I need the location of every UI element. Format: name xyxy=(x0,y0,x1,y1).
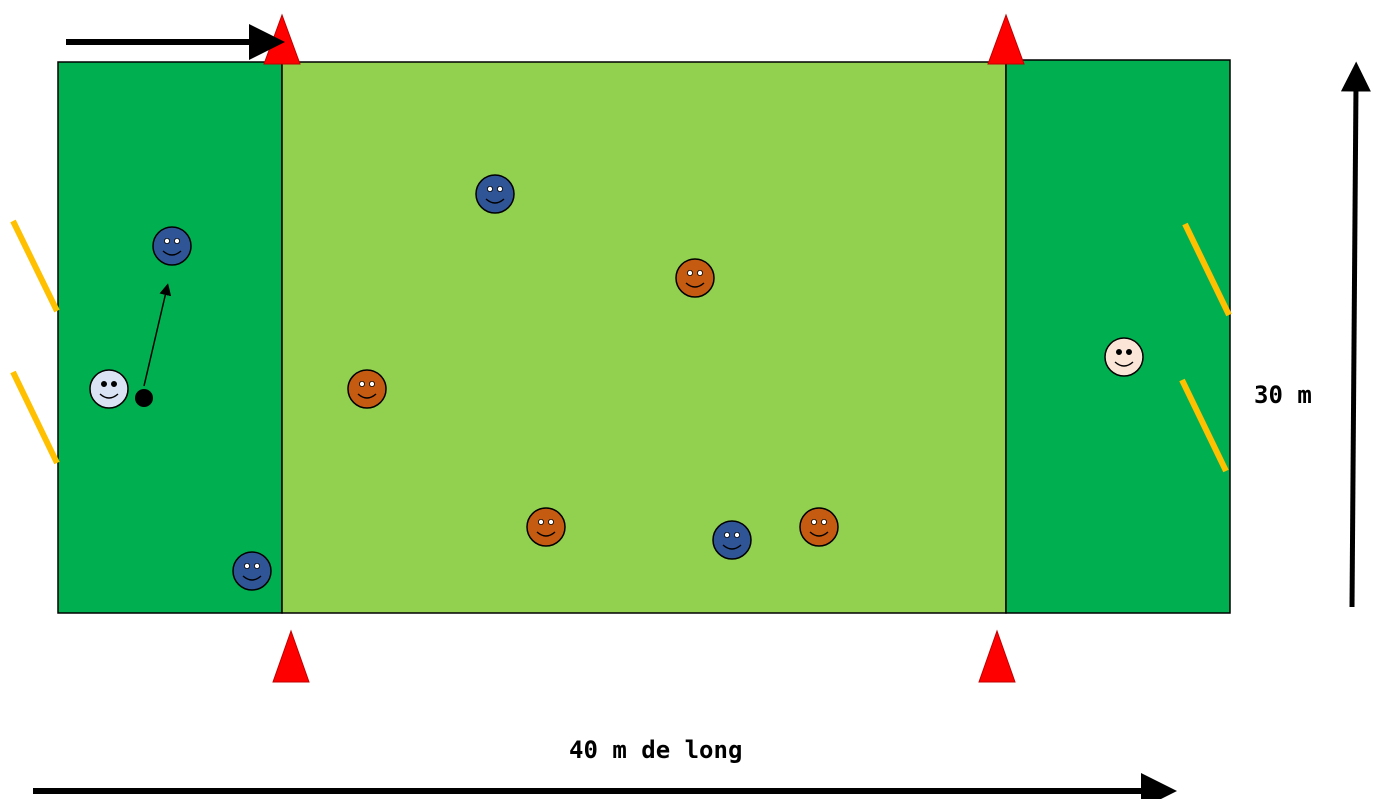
cone-icon xyxy=(978,629,1016,683)
orange-player-smiley-icon xyxy=(526,507,566,547)
goal-post-icon xyxy=(10,370,60,465)
orange-player-smiley-icon xyxy=(347,369,387,409)
left-end-zone xyxy=(57,61,283,614)
pass-arrow-icon xyxy=(143,283,172,387)
blue-player-smiley-icon xyxy=(475,174,515,214)
ball-icon xyxy=(135,389,153,407)
orange-player-smiley-icon xyxy=(799,507,839,547)
goal-post-icon xyxy=(1179,378,1229,473)
height-label: 30 m xyxy=(1254,381,1312,409)
cone-icon xyxy=(272,629,310,683)
players-group xyxy=(89,174,1144,591)
keeper-smiley-icon xyxy=(89,369,129,409)
goal-post-icon xyxy=(1182,222,1232,317)
length-label: 40 m de long xyxy=(569,736,743,764)
height-arrow-icon xyxy=(1340,61,1371,608)
blue-player-smiley-icon xyxy=(152,226,192,266)
right-end-zone xyxy=(1005,59,1231,614)
goal-post-icon xyxy=(10,219,60,313)
cone-icon xyxy=(987,13,1025,65)
blue-player-smiley-icon xyxy=(232,551,272,591)
middle-zone xyxy=(281,61,1007,614)
cone-icon xyxy=(263,13,301,65)
orange-player-smiley-icon xyxy=(675,258,715,298)
keeper-smiley-icon xyxy=(1104,337,1144,377)
blue-player-smiley-icon xyxy=(712,520,752,560)
